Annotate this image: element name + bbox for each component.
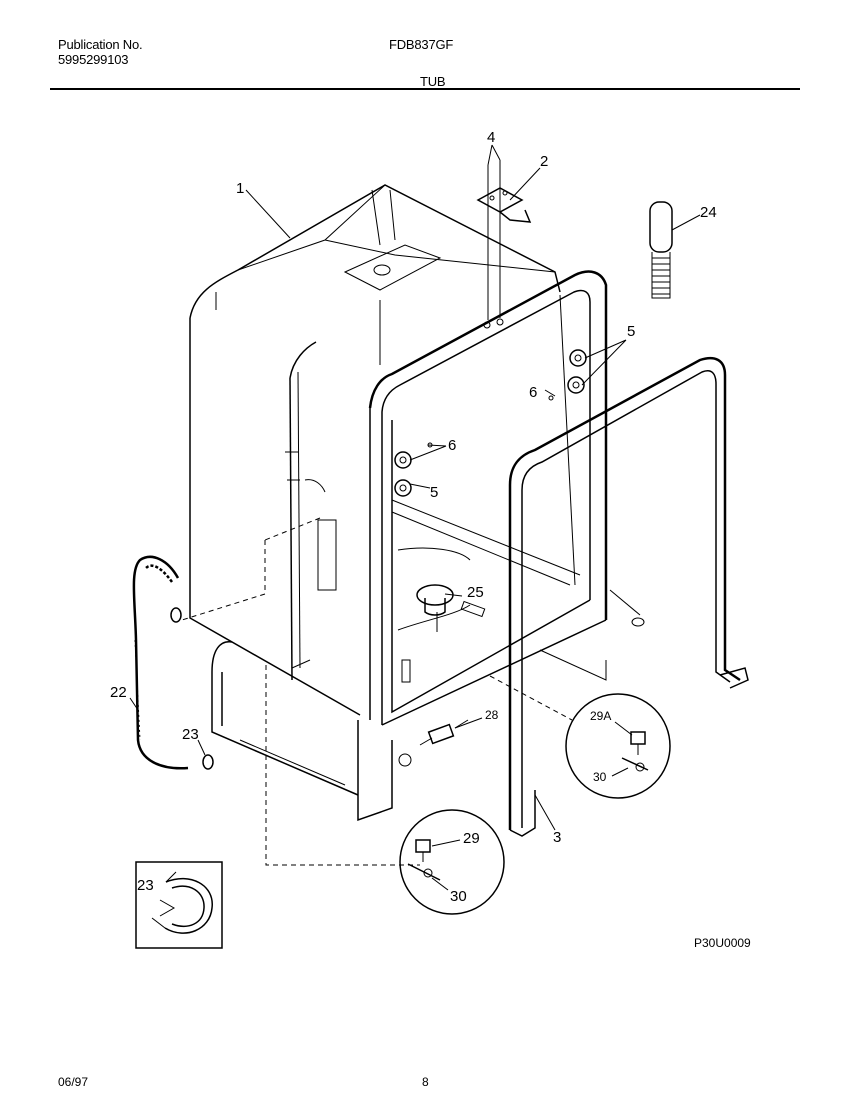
part-28: [419, 719, 469, 746]
detail-circle-29: [399, 809, 505, 915]
callout-24: 24: [700, 204, 717, 221]
callout-6-lower: 6: [448, 437, 456, 454]
section-title: TUB: [420, 74, 446, 89]
callout-29a: 29A: [590, 709, 611, 723]
tub-front-frame: [357, 270, 645, 822]
callout-1: 1: [236, 180, 244, 197]
door-gasket: [508, 356, 749, 837]
publication-number: 5995299103: [58, 52, 129, 67]
callout-4: 4: [487, 129, 495, 146]
callout-5-lower: 5: [430, 484, 438, 501]
detail-circle-29a: [565, 693, 671, 799]
model-number: FDB837GF: [389, 37, 454, 52]
callout-3: 3: [553, 829, 561, 846]
callout-30-upper: 30: [593, 770, 607, 784]
tub-base-frame: [211, 641, 359, 796]
tub-body: [181, 184, 561, 866]
callout-25: 25: [467, 584, 484, 601]
drain-hose: [132, 555, 214, 770]
fill-hose-part: [649, 201, 673, 299]
callout-labels: 1 2 3 4 5 5 6 6 22 23 23 24 25 28 29 29A…: [110, 129, 751, 950]
callout-28: 28: [485, 708, 499, 722]
figure-code: P30U0009: [694, 936, 751, 950]
callout-5-upper: 5: [627, 323, 635, 340]
footer-date: 06/97: [58, 1075, 89, 1089]
hinge-bracket: [476, 160, 532, 329]
callout-6-upper: 6: [529, 384, 537, 401]
callout-2: 2: [540, 153, 548, 170]
callout-23: 23: [182, 726, 199, 743]
callout-29: 29: [463, 830, 480, 847]
footer-page-number: 8: [422, 1075, 429, 1089]
header-rule: [50, 88, 800, 90]
callout-23-inset: 23: [137, 877, 154, 894]
callout-leaders: [129, 144, 701, 891]
callout-30-lower: 30: [450, 888, 467, 905]
sump-area: [397, 547, 486, 683]
publication-label: Publication No.: [58, 37, 143, 52]
clamp-inset-box: [135, 861, 223, 949]
callout-22: 22: [110, 684, 127, 701]
